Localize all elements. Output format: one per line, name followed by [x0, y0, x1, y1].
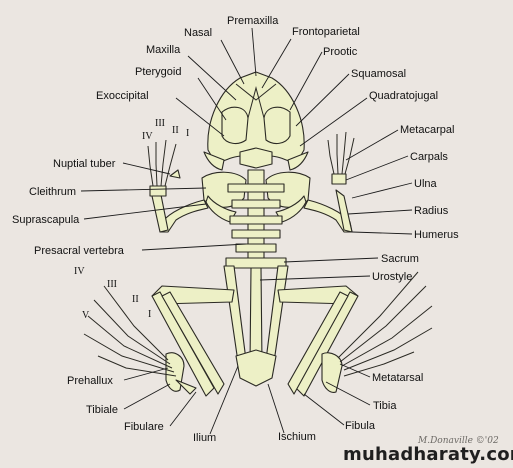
- site-watermark: muhadharaty.com: [343, 444, 513, 465]
- label-pterygoid: Pterygoid: [135, 66, 181, 78]
- hand-digit-I: I: [186, 128, 189, 139]
- label-metatarsal: Metatarsal: [372, 372, 423, 384]
- label-maxilla: Maxilla: [146, 44, 181, 56]
- label-tibia: Tibia: [373, 400, 397, 412]
- leader-lines: [80, 27, 413, 435]
- label-humerus: Humerus: [414, 229, 459, 241]
- frog-skull: [203, 71, 309, 171]
- foot-digit-numerals: IV III II I V: [74, 266, 151, 321]
- label-prehallux: Prehallux: [67, 375, 113, 387]
- hand-digit-II: II: [172, 125, 179, 136]
- label-tibiale: Tibiale: [86, 404, 118, 416]
- label-carpals: Carpals: [410, 151, 448, 163]
- right-forelimb: [303, 131, 355, 233]
- label-nuptial-tuber: Nuptial tuber: [53, 158, 116, 170]
- hand-digit-III: III: [155, 118, 165, 129]
- label-radius: Radius: [414, 205, 449, 217]
- vertebral-column: [225, 169, 287, 375]
- label-exoccipital: Exoccipital: [96, 90, 149, 102]
- label-squamosal: Squamosal: [351, 68, 406, 80]
- label-ischium: Ischium: [278, 431, 316, 443]
- foot-digit-V: V: [82, 310, 90, 321]
- label-sacrum: Sacrum: [381, 253, 419, 265]
- label-quadratojugal: Quadratojugal: [369, 90, 438, 102]
- label-fibula: Fibula: [345, 420, 376, 432]
- label-ulna: Ulna: [414, 178, 438, 190]
- label-ilium: Ilium: [193, 432, 216, 444]
- label-premaxilla: Premaxilla: [227, 15, 279, 27]
- foot-digit-III: III: [107, 279, 117, 290]
- hand-digit-IV: IV: [142, 131, 153, 142]
- foot-digit-I: I: [148, 309, 151, 320]
- label-prootic: Prootic: [323, 46, 358, 58]
- label-urostyle: Urostyle: [372, 271, 412, 283]
- pectoral-girdle: [201, 171, 311, 223]
- label-frontoparietal: Frontoparietal: [292, 26, 360, 38]
- label-cleithrum: Cleithrum: [29, 186, 76, 198]
- labels: Premaxilla Nasal Frontoparietal Maxilla …: [12, 15, 459, 444]
- label-presacral-vertebra: Presacral vertebra: [34, 245, 125, 257]
- label-metacarpal: Metacarpal: [400, 124, 454, 136]
- label-nasal: Nasal: [184, 27, 212, 39]
- artist-signature: M.Donaville ©'02: [418, 436, 499, 446]
- left-forelimb: [147, 139, 209, 233]
- foot-digit-IV: IV: [74, 266, 85, 277]
- right-hindlimb: [277, 271, 433, 397]
- left-hindlimb: [83, 285, 235, 397]
- label-suprascapula: Suprascapula: [12, 214, 80, 226]
- foot-digit-II: II: [132, 294, 139, 305]
- hand-digit-numerals: III IV II I: [142, 118, 189, 142]
- label-fibulare: Fibulare: [124, 421, 164, 433]
